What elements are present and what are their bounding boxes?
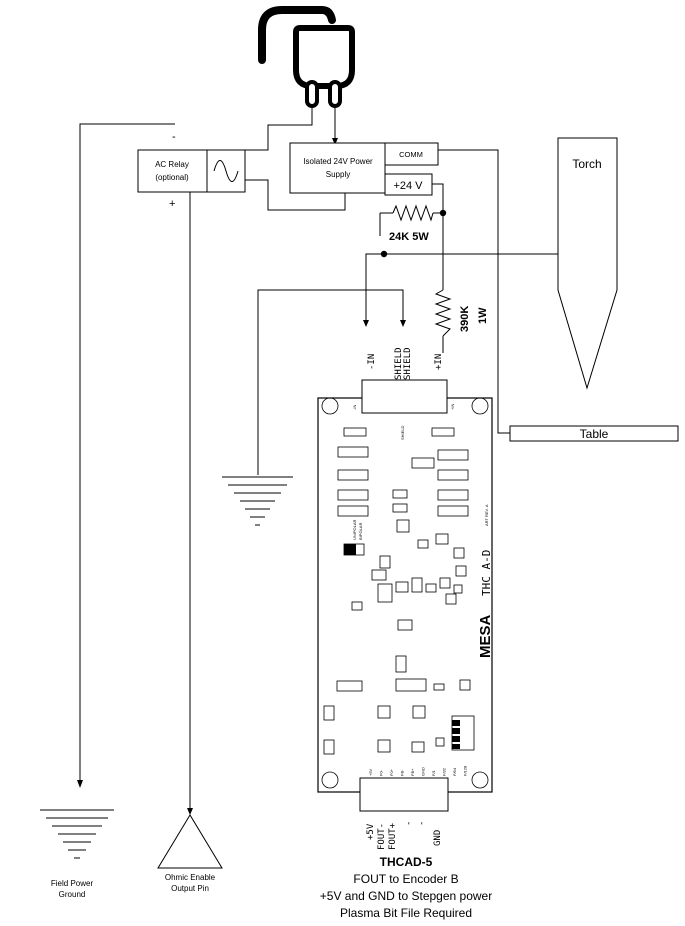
- psu-comm-label: COMM: [399, 150, 423, 159]
- pin-label-gnd: GND: [433, 830, 443, 846]
- ohmic-output-triangle: [157, 814, 223, 869]
- resistor-390k-label: 390K: [459, 306, 471, 332]
- junction-dot: [380, 250, 388, 258]
- board-art-rev: ART REV. A: [484, 504, 489, 526]
- ground-symbol-field: [40, 809, 114, 859]
- psu-label-1: Isolated 24V Power: [303, 157, 373, 166]
- resistor-390k-symbol: [434, 289, 452, 337]
- ground-symbol-shield: [222, 476, 293, 526]
- ohmic-label-1: Ohmic Enable: [165, 873, 216, 882]
- ac-relay: AC Relay (optional) - +: [137, 131, 246, 210]
- board-bottom-label: +5V: [368, 768, 373, 776]
- board-bottom-label: FB+: [410, 768, 415, 776]
- pin-label-shield-1: SHIELD: [394, 347, 404, 380]
- board-bipolar: BIPOLAR: [358, 523, 363, 540]
- table-label: Table: [580, 427, 609, 441]
- board-bottom-label: F0+: [389, 768, 394, 776]
- relay-label-2: (optional): [155, 173, 189, 182]
- board-model: THC A-D: [480, 550, 493, 596]
- torch: Torch: [557, 137, 618, 390]
- caption-line-1: FOUT to Encoder B: [353, 872, 458, 886]
- relay-label-1: AC Relay: [155, 160, 189, 169]
- bottom-connector: [359, 777, 449, 812]
- resistor-24k-symbol: [392, 204, 434, 222]
- board-bottom-labels: +5V F0- F0+ FB- FB+ GND F/1 F/32 F/64 F/128: [368, 765, 468, 776]
- board-shield: SHIELD: [400, 425, 405, 440]
- table: Table: [509, 425, 679, 442]
- board-bottom-label: F/1: [431, 769, 436, 776]
- board-in-minus: -IN: [352, 405, 357, 410]
- pin-label-5v: +5V: [366, 823, 376, 840]
- thcad-board: -IN +IN SHIELD UNIPOLAR BIPOLAR: [317, 379, 494, 812]
- pin-label-fout-minus: FOUT-: [377, 823, 387, 850]
- ac-wave-icon: [213, 160, 239, 182]
- pin-label-in-plus: +IN: [434, 354, 444, 370]
- psu-comm-terminal: [384, 142, 439, 166]
- ohmic-label-2: Output Pin: [171, 884, 209, 893]
- pin-label-dash-2: -: [417, 821, 427, 826]
- resistor-24k-label: 24K 5W: [389, 231, 429, 243]
- torch-label: Torch: [572, 157, 601, 171]
- pin-label-fout-plus: FOUT+: [388, 822, 398, 850]
- board-bottom-label: F/128: [463, 765, 468, 776]
- pin-label-in-minus: -IN: [367, 354, 377, 370]
- field-ground-label-1: Field Power: [51, 879, 94, 888]
- board-unipolar: UNIPOLAR: [352, 519, 357, 540]
- board-bottom-label: F0-: [379, 769, 384, 776]
- board-bottom-label: F/64: [452, 767, 457, 776]
- board-brand-logo: MESA: [477, 614, 494, 658]
- power-plug-icon: [258, 6, 355, 108]
- board-bottom-label: GND: [421, 767, 426, 776]
- field-ground-label-2: Ground: [59, 890, 86, 899]
- caption-title: THCAD-5: [380, 855, 433, 869]
- top-connector: [361, 379, 448, 414]
- resistor-390k-watt: 1W: [477, 307, 489, 324]
- caption-line-3: Plasma Bit File Required: [340, 906, 472, 920]
- caption-line-2: +5V and GND to Stepgen power: [320, 889, 492, 903]
- board-bottom-label: F/32: [442, 767, 447, 776]
- pin-label-shield-2: SHIELD: [403, 347, 413, 380]
- board-in-plus: +IN: [450, 404, 455, 410]
- junction-dot: [439, 209, 447, 217]
- power-supply: Isolated 24V Power Supply COMM +24 V: [289, 142, 439, 196]
- pin-label-dash-1: -: [404, 821, 414, 826]
- psu-24v-label: +24 V: [393, 180, 423, 192]
- relay-plus: +: [169, 198, 175, 210]
- psu-label-2: Supply: [326, 170, 350, 179]
- board-bottom-label: FB-: [400, 769, 405, 776]
- psu-24v-terminal: [384, 173, 433, 196]
- relay-minus: -: [172, 131, 176, 143]
- wires: [77, 106, 560, 815]
